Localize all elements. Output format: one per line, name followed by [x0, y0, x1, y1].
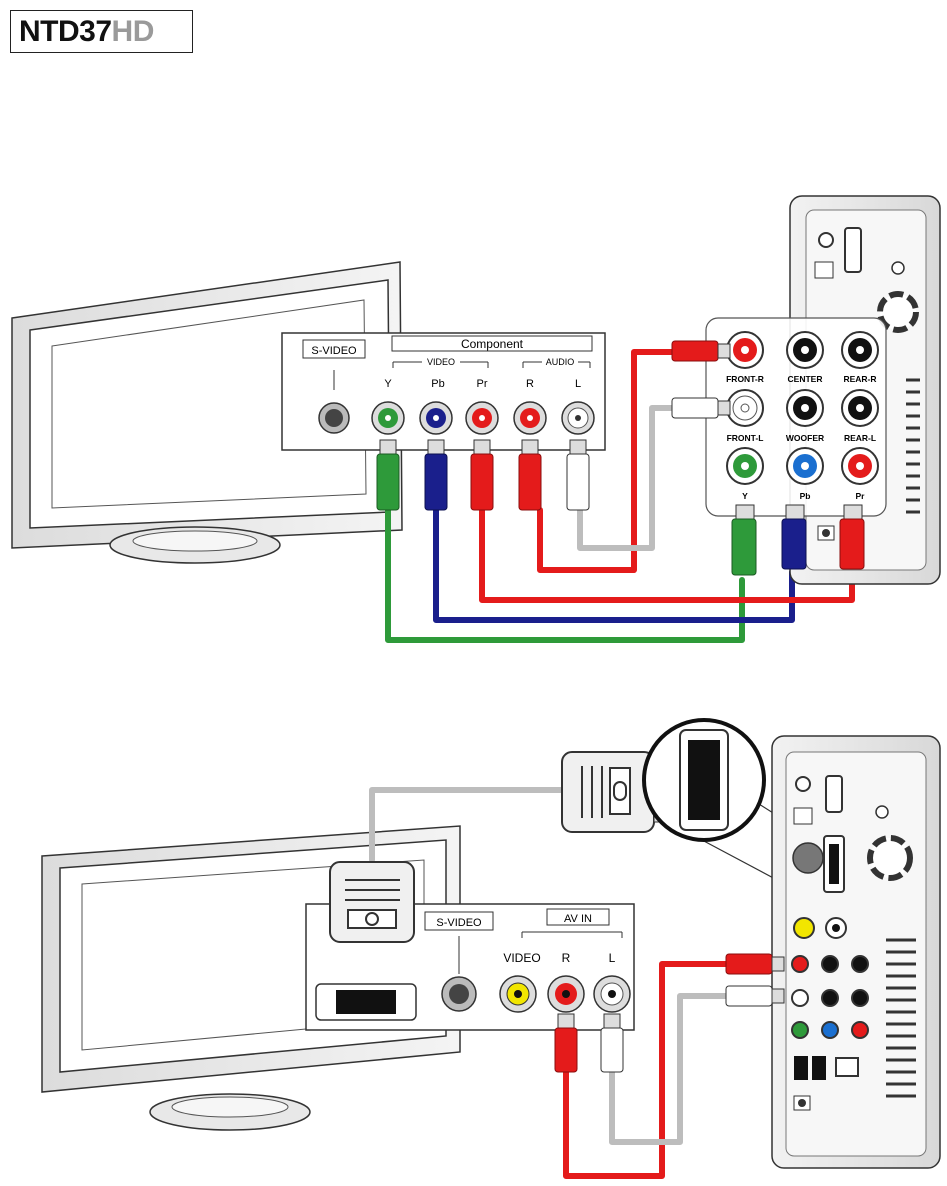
jack-pr-out: [842, 448, 878, 484]
plug-blue-player: [782, 505, 806, 569]
label-woofer: WOOFER: [786, 433, 824, 443]
svideo-label-1: S-VIDEO: [311, 345, 357, 357]
media-player-box-2: [772, 736, 940, 1168]
label-front-r: FRONT-R: [726, 374, 764, 384]
plug-red-pr-tv: [471, 440, 493, 510]
audio-group-label: AUDIO: [546, 357, 575, 367]
label-pr-out: Pr: [856, 491, 866, 501]
rca-jack-l2: [594, 976, 630, 1012]
label-center: CENTER: [788, 374, 823, 384]
port-label-r2: R: [562, 951, 571, 965]
port-label-video: VIDEO: [503, 951, 540, 965]
svideo-label-2: S-VIDEO: [436, 917, 482, 929]
label-rear-r: REAR-R: [843, 374, 876, 384]
plug-white-l-tv: [567, 440, 589, 510]
jack-front-l: [727, 390, 763, 426]
avin-label: AV IN: [564, 913, 592, 925]
plug-white-player-2: [726, 986, 784, 1006]
component-label: Component: [461, 337, 524, 351]
rca-jack-video: [500, 976, 536, 1012]
jack-front-r: [727, 332, 763, 368]
port-label-pb: Pb: [431, 378, 444, 390]
rca-jack-y: [372, 402, 404, 434]
label-front-l: FRONT-L: [727, 433, 764, 443]
label-rear-l: REAR-L: [844, 433, 876, 443]
diagram-dvi-av-connection: S-VIDEO AV IN VIDEO R L: [42, 720, 940, 1176]
plug-white-audio-player: [672, 398, 730, 418]
port-label-r: R: [526, 378, 534, 390]
jack-pb-out: [787, 448, 823, 484]
jack-y-out: [727, 448, 763, 484]
plug-red-audio-player: [672, 341, 730, 361]
port-label-l2: L: [609, 951, 616, 965]
svideo-jack-2: [442, 977, 476, 1011]
rca-jack-r2: [548, 976, 584, 1012]
plug-green-tv: [377, 440, 399, 510]
plug-red-pr-player: [840, 505, 864, 569]
svideo-jack-1: [319, 403, 349, 433]
jack-rear-r: [842, 332, 878, 368]
label-y-out: Y: [742, 491, 748, 501]
diagram-component-connection: S-VIDEO Component VIDEO AUDIO Y Pb Pr R …: [12, 196, 940, 640]
plug-green-player: [732, 505, 756, 575]
jack-rear-l: [842, 390, 878, 426]
plug-white-tv-2: [601, 1014, 623, 1072]
port-label-pr: Pr: [477, 378, 488, 390]
plug-red-tv-2: [555, 1014, 577, 1072]
jack-woofer: [787, 390, 823, 426]
dvi-plug-tv: [330, 862, 414, 942]
rca-jack-pr: [466, 402, 498, 434]
rca-jack-pb: [420, 402, 452, 434]
plug-blue-tv: [425, 440, 447, 510]
port-label-y: Y: [384, 378, 392, 390]
jack-center: [787, 332, 823, 368]
label-pb-out: Pb: [800, 491, 811, 501]
tv-input-panel-1: S-VIDEO Component VIDEO AUDIO Y Pb Pr R …: [282, 333, 605, 450]
player-output-panel-1: FRONT-R CENTER REAR-R FRONT-L WOOFER REA…: [706, 318, 886, 516]
plug-red-r-tv: [519, 440, 541, 510]
rca-jack-r: [514, 402, 546, 434]
plug-red-player-2: [726, 954, 784, 974]
rca-jack-l: [562, 402, 594, 434]
port-label-l: L: [575, 378, 581, 390]
video-group-label: VIDEO: [427, 357, 455, 367]
